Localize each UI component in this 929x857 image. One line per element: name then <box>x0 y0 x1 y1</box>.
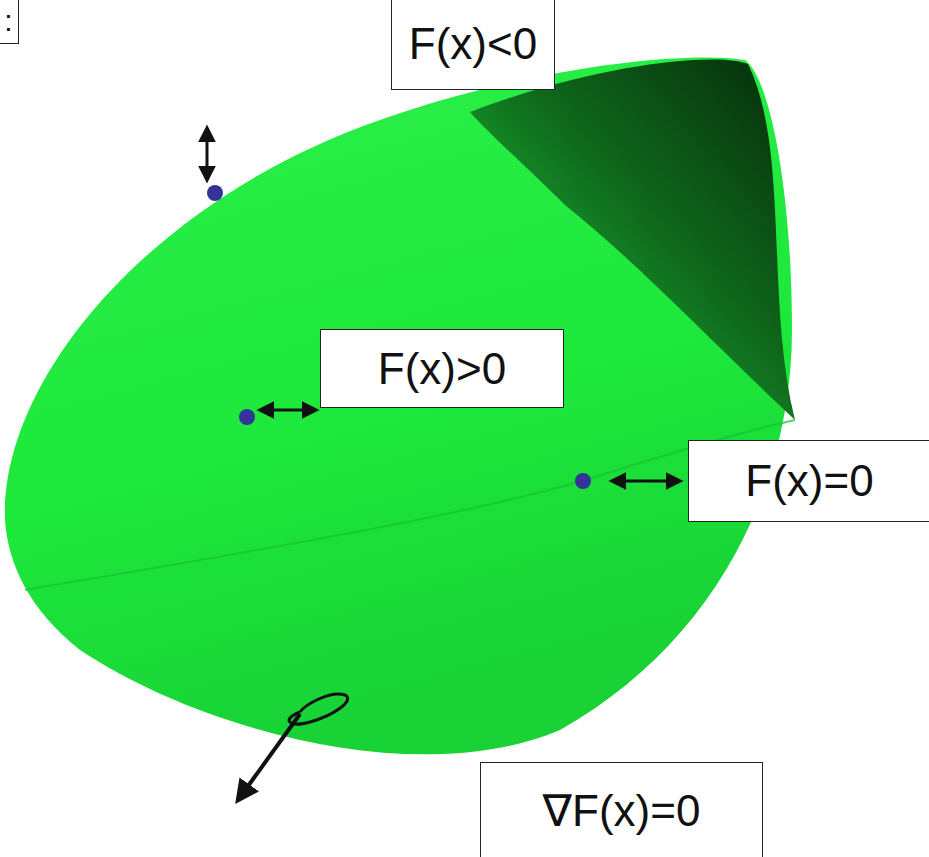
label-box: ∇F(x)=0 <box>480 762 763 857</box>
double-arrow <box>206 128 209 180</box>
bowl-rim-edge <box>25 420 795 590</box>
formula-label: F(x)>0 <box>378 347 506 391</box>
label-box: F(x)=0 <box>688 440 929 522</box>
gradient-arrow <box>238 714 300 800</box>
formula-label: ∇F(x)=0 <box>543 789 701 833</box>
label-box: F(x)<0 <box>391 0 555 90</box>
label-box: : <box>0 0 19 44</box>
double-arrow <box>612 480 680 483</box>
formula-label: F(x)=0 <box>745 459 873 503</box>
point-on-surface <box>575 473 591 489</box>
label-box: F(x)>0 <box>320 329 564 408</box>
point-inside <box>239 409 255 425</box>
formula-label: : <box>4 6 12 36</box>
double-arrow <box>260 409 316 412</box>
formula-label: F(x)<0 <box>409 22 537 66</box>
point-outside <box>207 185 223 201</box>
